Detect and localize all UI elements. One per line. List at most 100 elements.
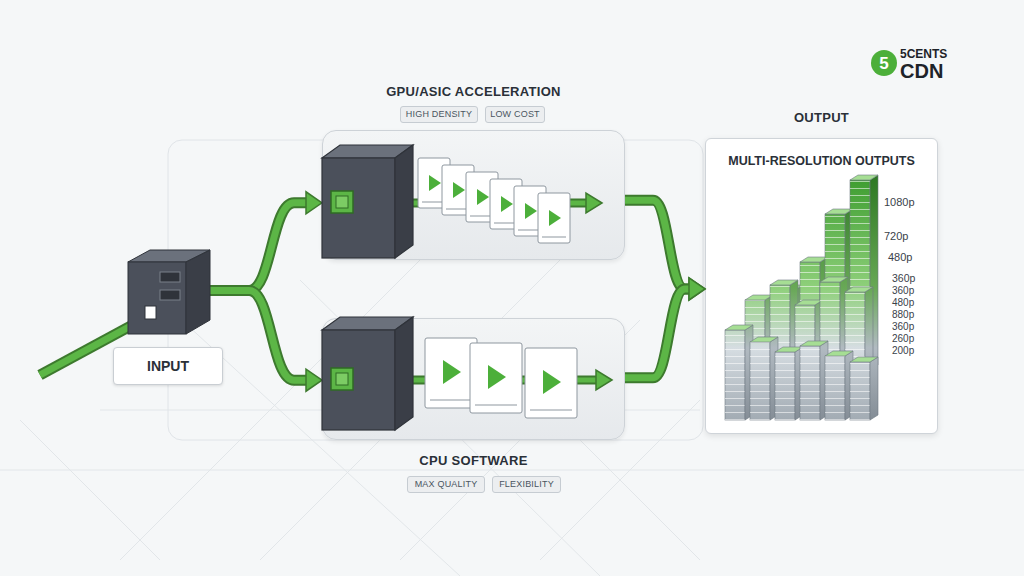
arrow-outline [625,289,691,378]
resolution-bars-part [825,356,845,420]
resolution-bars-part [800,341,828,346]
cpu-stream-arrow-part [596,370,612,390]
cpu-chip-cube-part [322,330,395,430]
flow-arrow [210,291,322,392]
resolution-label: 720p [884,231,908,242]
resolution-bars-part [725,330,745,420]
server-icon-part [160,290,180,300]
node-text: 5 [879,55,888,72]
grid-lines-part [0,470,1024,471]
arrow-line [625,200,691,289]
gpu-chip-cube-part [336,196,348,208]
arrow-head [689,278,705,300]
resolution-bars-part [820,277,848,282]
arrow-line [625,289,691,378]
grid-lines-part [260,260,560,560]
grid-lines-part [560,420,700,560]
resolution-bars-part [825,209,853,214]
resolution-bars-part [750,337,778,342]
node-text: MULTI-RESOLUTION OUTPUTS [706,155,937,168]
video-frames-part-part [530,410,572,411]
video-frames-part-part [425,338,477,408]
gpu-chip-cube [322,145,413,258]
gpu-chip-cube-part [322,158,395,258]
resolution-bars-part [850,357,878,362]
resolution-bars-part [725,325,753,330]
video-frames-part-part [501,196,513,212]
video-frames-part-part [488,365,506,389]
resolution-label: 1080p [884,197,915,208]
resolution-bars-part [825,351,853,356]
video-frames-part-part [549,210,561,226]
arrow-line [210,203,308,291]
node-text: LOW COST [490,110,540,119]
flow-arrow [210,192,322,291]
video-frames-part [425,338,477,408]
grid-lines-part [20,420,160,560]
resolution-bars-part [850,362,870,420]
resolution-label: 360p [892,286,914,296]
feature-tag: HIGH DENSITY [400,106,478,123]
resolution-bars-part [750,342,770,420]
resolution-bars-part [870,357,878,420]
video-frames-part-part [429,175,441,191]
video-frames-part-part [430,400,472,401]
input-feed-arrow-part [40,322,138,375]
resolution-bars-part [800,346,820,420]
logo-circle: 5 [871,50,897,76]
resolution-bars-part [850,362,870,420]
feature-tag: LOW COST [485,106,545,123]
resolution-bars-part [725,330,745,420]
resolution-bars-part [775,352,795,420]
cpu-chip-cube-part [336,373,348,385]
arrow-outline [210,203,308,291]
resolution-label: 200p [892,346,914,356]
flow-arrow [625,278,705,378]
node-text: INPUT [113,347,223,385]
video-frames-part-part [443,360,461,384]
video-frames-part-part [543,370,561,394]
server-icon [128,250,210,334]
resolution-label: 260p [892,334,914,344]
video-frames [418,158,570,243]
arrow-head [306,369,322,391]
cpu-chip-cube-part [331,368,353,390]
video-frames-part-part [538,193,570,243]
resolution-bars-part [845,287,873,292]
resolution-bars-part [775,352,795,420]
video-frames-part-part [525,348,577,418]
input-feed-arrow-part [40,322,138,375]
gpu-stream-arrow-part [586,193,602,213]
node-text: OUTPUT [666,111,977,124]
resolution-label: 880p [892,310,914,320]
resolution-bars-part [800,346,820,420]
resolution-bars-part [825,356,845,420]
grid-lines-part [120,260,420,560]
node-text: FLEXIBILITY [499,480,554,489]
video-frames-part-part [542,237,566,238]
server-icon-part [145,306,156,319]
resolution-bars-part [795,300,823,305]
arrow-outline [625,200,691,289]
resolution-bars-part [745,295,773,300]
resolution-bars-part [800,257,828,262]
server-icon-part [186,250,210,334]
resolution-label: 360p [892,322,914,332]
node-text: GPU/ASIC ACCELERATION [283,85,664,98]
server-icon-part [128,262,186,334]
resolution-bars [725,175,878,420]
video-frames-part-part [475,405,517,406]
arrow-head [306,192,322,214]
video-frames-part-part [470,343,522,413]
resolution-bars-part [775,347,803,352]
resolution-bars-part [750,342,770,420]
video-frames-part-part [525,203,537,219]
video-frames-part-part [477,189,489,205]
feature-tag: MAX QUALITY [407,476,485,493]
video-frames-part [538,193,570,243]
gpu-chip-cube-part [331,191,353,213]
node-text: HIGH DENSITY [406,110,472,119]
node-text: CPU SOFTWARE [283,454,664,467]
